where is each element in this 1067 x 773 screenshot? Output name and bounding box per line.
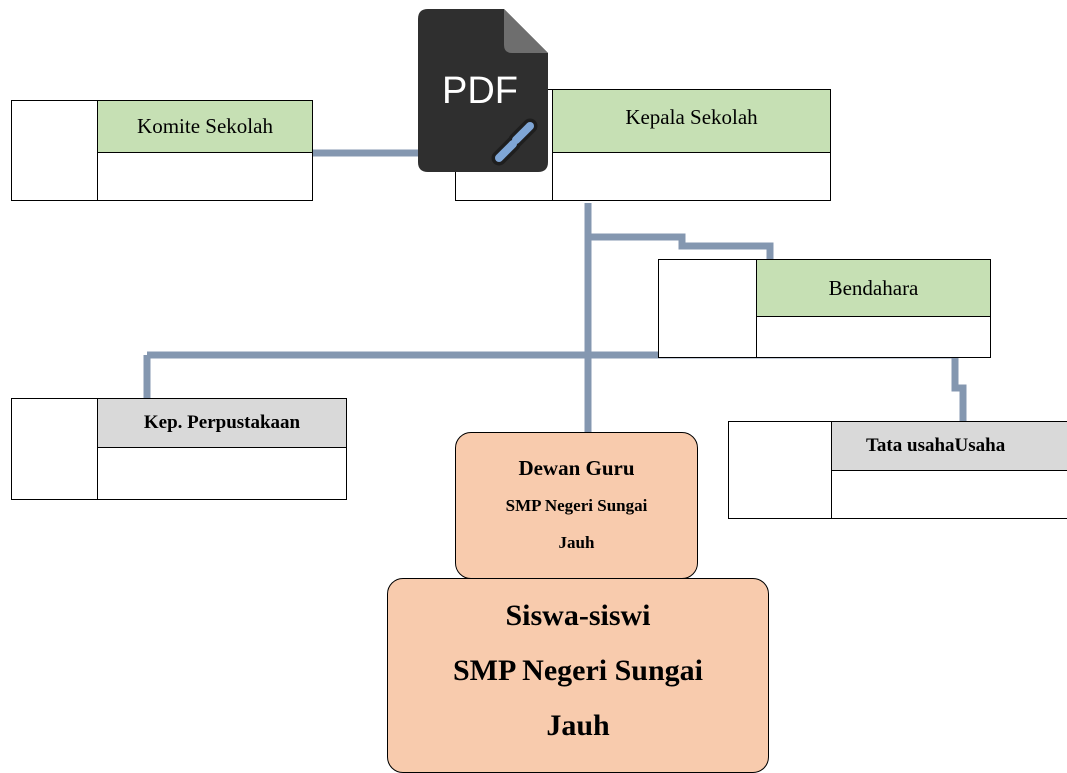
dewan-guru-line2: SMP Negeri Sungai (505, 496, 648, 515)
bendahara-box: Bendahara (658, 259, 991, 358)
pdf-folded-corner (504, 9, 548, 53)
kepala-sekolah-title: Kepala Sekolah (553, 90, 830, 153)
tata-usaha-box: Tata usahaUsaha (728, 421, 1067, 519)
connector-bendahara (588, 233, 774, 262)
kep-perpustakaan-title: Kep. Perpustakaan (98, 399, 346, 448)
name-placeholder (553, 153, 830, 200)
dewan-guru-box: Dewan Guru SMP Negeri Sungai Jauh (455, 432, 698, 579)
siswa-line2: SMP Negeri Sungai (452, 654, 703, 687)
pdf-link-icon[interactable]: PDF (418, 9, 548, 172)
photo-placeholder (456, 90, 553, 200)
siswa-line3: Jauh (546, 709, 610, 742)
siswa-line1: Siswa-siswi (505, 599, 651, 632)
bendahara-title: Bendahara (757, 260, 990, 317)
siswa-box: Siswa-siswi SMP Negeri Sungai Jauh (387, 578, 769, 773)
dewan-guru-line1: Dewan Guru (518, 456, 635, 480)
name-placeholder (98, 153, 312, 200)
photo-placeholder (12, 101, 98, 200)
photo-placeholder (12, 399, 98, 499)
dewan-guru-line3: Jauh (558, 533, 595, 552)
komite-sekolah-box: Komite Sekolah (11, 100, 313, 201)
photo-placeholder (659, 260, 757, 357)
pdf-label: PDF (442, 70, 518, 112)
kep-perpustakaan-box: Kep. Perpustakaan (11, 398, 347, 500)
name-placeholder (98, 448, 346, 499)
komite-sekolah-title: Komite Sekolah (98, 101, 312, 153)
name-placeholder (832, 471, 1067, 518)
name-placeholder (757, 317, 990, 357)
photo-placeholder (729, 422, 832, 518)
tata-usaha-title: Tata usahaUsaha (832, 422, 1067, 471)
